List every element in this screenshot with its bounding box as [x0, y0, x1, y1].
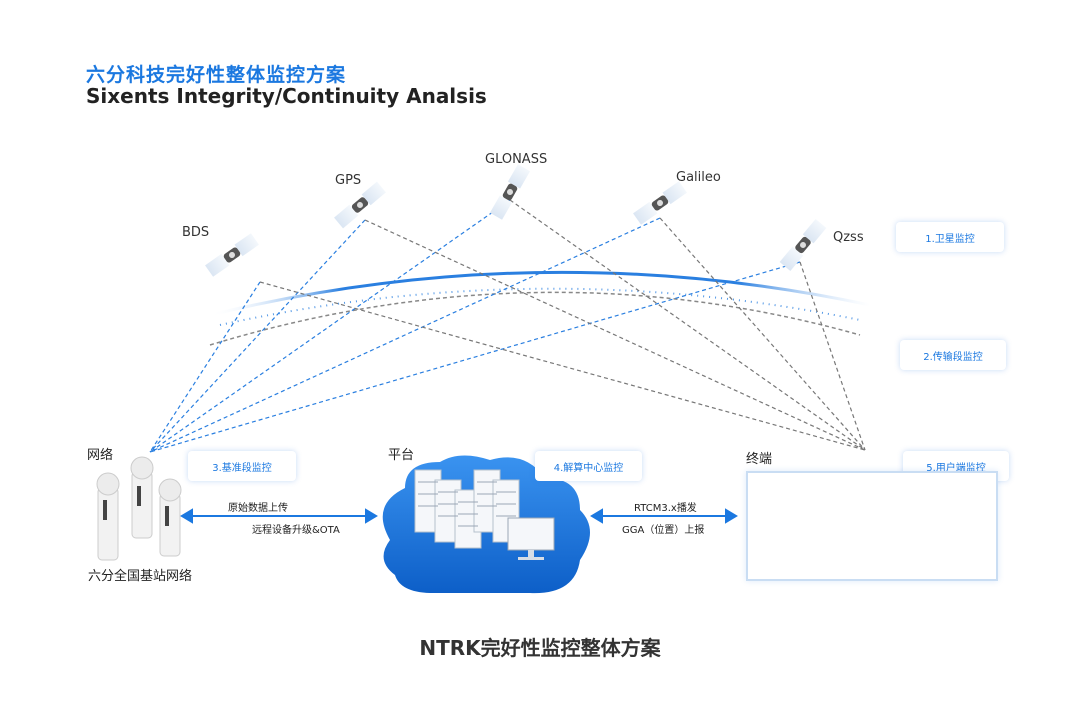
title-english: Sixents Integrity/Continuity Analsis	[86, 84, 487, 108]
network-caption: 六分全国基站网络	[88, 569, 193, 584]
platform-label: 平台	[388, 448, 415, 463]
upload-text: 原始数据上传	[228, 503, 288, 514]
base-station-icon	[96, 456, 182, 561]
platform-terminal-arrow	[590, 508, 738, 524]
cloud-platform-icon	[382, 455, 590, 594]
satellite-label-bds: BDS	[182, 225, 210, 240]
satellite-gps-icon	[334, 181, 386, 229]
network-signal-lines	[149, 199, 801, 453]
network-platform-arrow	[180, 508, 378, 524]
ota-text: 远程设备升级&OTA	[252, 525, 340, 536]
tag-reference-monitoring: 3.基准段监控	[188, 451, 296, 481]
terminal-devices-panel	[746, 471, 998, 581]
tag-satellite-monitoring: 1.卫星监控	[896, 222, 1004, 252]
title-chinese: 六分科技完好性整体监控方案	[86, 64, 347, 86]
satellite-qzss-icon	[779, 219, 827, 271]
gray-arc	[209, 291, 861, 346]
satellite-label-galileo: Galileo	[676, 170, 721, 185]
tag-center-monitoring: 4.解算中心监控	[535, 451, 642, 481]
satellite-label-gps: GPS	[335, 173, 362, 188]
satellite-bds-icon	[205, 233, 259, 277]
terminal-signal-lines	[259, 199, 866, 451]
terminal-label: 终端	[746, 452, 773, 467]
footer-title: NTRK完好性监控整体方案	[419, 636, 661, 660]
satellite-label-qzss: Qzss	[833, 230, 864, 245]
report-text: GGA（位置）上报	[622, 525, 705, 536]
ionosphere-arc	[209, 270, 871, 317]
satellite-glonass-icon	[489, 164, 531, 220]
tag-transmission-monitoring: 2.传输段监控	[900, 340, 1006, 370]
satellite-galileo-icon	[633, 181, 687, 225]
broadcast-text: RTCM3.x播发	[634, 503, 697, 514]
network-label: 网络	[87, 448, 114, 463]
satellite-label-glonass: GLONASS	[485, 152, 548, 167]
